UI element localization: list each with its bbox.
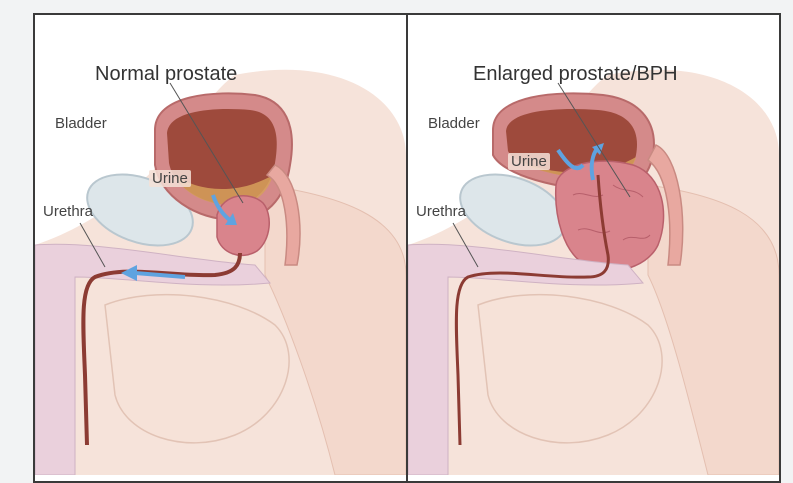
prostate-gland — [217, 196, 269, 256]
label-urine: Urine — [149, 170, 191, 187]
label-urine: Urine — [508, 153, 550, 170]
label-urethra: Urethra — [416, 203, 466, 220]
label-bladder: Bladder — [428, 115, 480, 132]
label-urethra: Urethra — [43, 203, 93, 220]
panel-normal-prostate: Normal prostate Bladder Urine Urethra — [35, 15, 406, 475]
panel-enlarged-prostate: Enlarged prostate/BPH Bladder Urine Uret… — [408, 15, 779, 475]
panel-title: Enlarged prostate/BPH — [473, 63, 678, 86]
panel-title: Normal prostate — [95, 63, 237, 86]
label-bladder: Bladder — [55, 115, 107, 132]
